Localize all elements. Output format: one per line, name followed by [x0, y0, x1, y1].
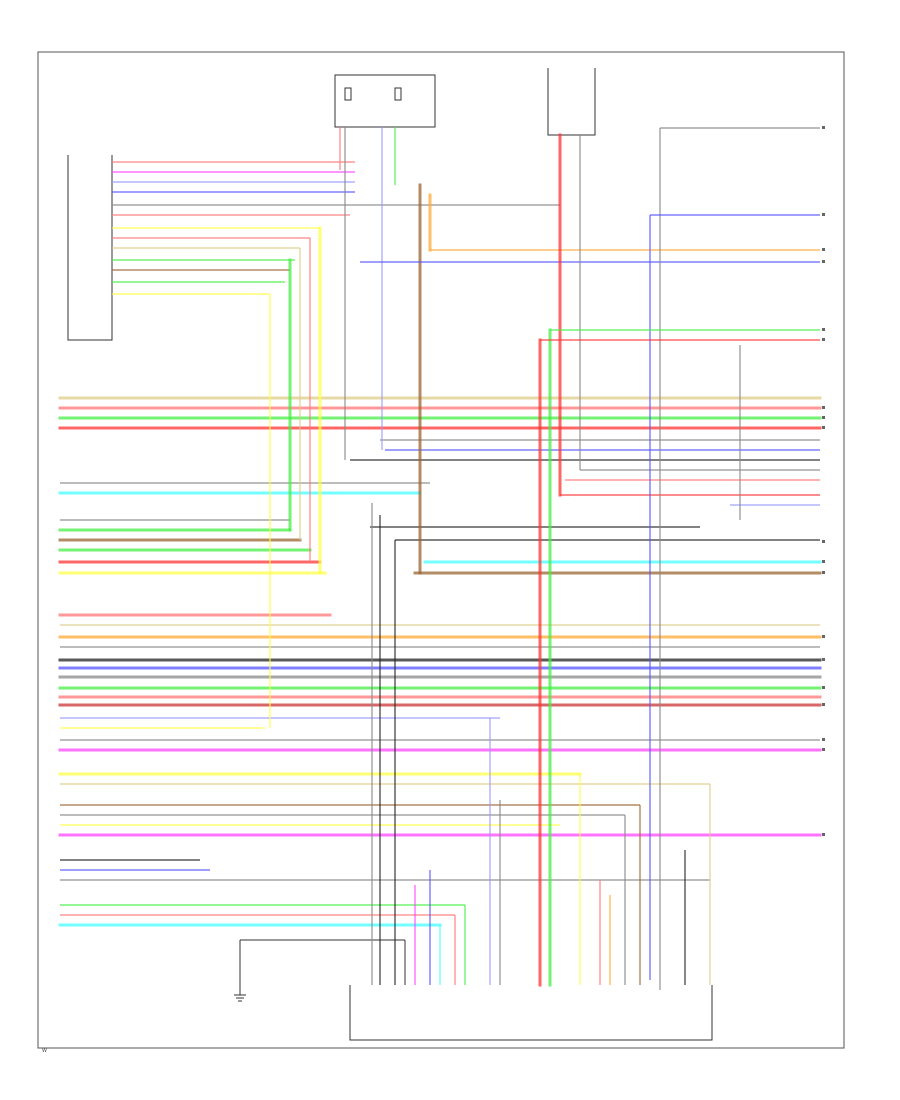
bottom-main-connector	[349, 985, 713, 1041]
ground-symbol	[234, 939, 406, 1002]
module-wires	[112, 161, 560, 295]
footer-text: W	[42, 1048, 47, 1054]
left-control-module	[67, 155, 113, 341]
fuse-symbols	[344, 87, 402, 101]
top-right-connector	[547, 68, 596, 136]
diagram-frame	[37, 51, 845, 1049]
fuse-box	[334, 74, 436, 128]
right-pin-ticks	[822, 126, 825, 836]
vertical-wires	[269, 127, 820, 990]
horizontal-bus-wires	[58, 396, 822, 927]
